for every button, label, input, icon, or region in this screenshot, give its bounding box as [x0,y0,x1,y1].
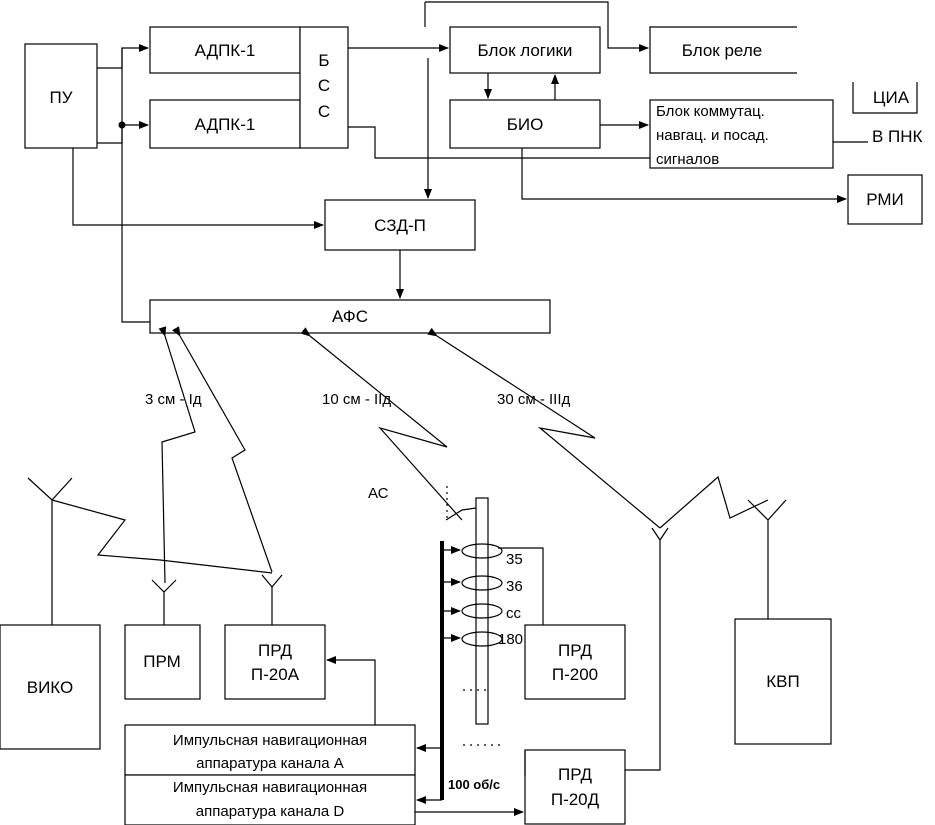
radio-links [51,326,769,584]
cia-block [852,82,918,114]
relay-label: Блок реле [682,41,762,60]
kvp-antenna-icon [747,499,787,619]
nav-channel-a-block [124,724,416,776]
rotating-antenna-icon [440,486,544,800]
ring-35-label: 35 [506,551,523,568]
bio-block [449,99,601,149]
adpk1-bottom-block [149,99,301,149]
bio-label: БИО [507,115,544,134]
kvp-block [734,618,832,745]
switch-label-2: навгац. и посад. [656,127,769,144]
switch-label-3: сигналов [656,151,719,168]
logic-label: Блок логики [478,41,573,60]
prm-antenna-icon [151,579,177,625]
szd-label: СЗД-П [374,216,426,235]
prd-p20d-block [524,749,626,825]
prd-p20d-label-2: П-20Д [551,790,600,809]
prd-p200-label-2: П-200 [552,665,598,684]
ring-36-label: 36 [506,578,523,595]
prd-p20d-label-1: ПРД [558,765,592,784]
adpk1-top-block [149,26,301,74]
afs-block [149,299,551,334]
viko-block [0,624,101,750]
switch-label-1: Блок коммутац. [656,103,765,120]
prd-p20a-label-2: П-20А [251,665,300,684]
cia-label: ЦИА [873,88,910,107]
kvp-label: КВП [766,672,799,691]
rotation-speed-label: 100 об/с [448,777,500,792]
prd-p20a-antenna-icon [261,574,283,625]
bss-block [299,26,349,149]
connections [72,1,868,323]
bss-label-3: С [318,102,330,121]
rmi-label: РМИ [866,190,904,209]
rmi-block [847,174,923,225]
prd-p20a-label-1: ПРД [258,641,292,660]
lower-connections [326,656,526,816]
viko-label: ВИКО [27,678,74,697]
afs-label: АФС [332,307,368,326]
adpk1-bottom-label: АДПК-1 [195,115,256,134]
bss-label-2: С [318,76,330,95]
to-pnk-label: В ПНК [872,127,923,146]
band-10cm-label: 10 см - IIд [322,391,391,408]
nav-channel-d-block [124,774,416,825]
switch-block [649,99,834,169]
adpk1-top-label: АДПК-1 [195,41,256,60]
ring-cc-label: сс [506,605,522,622]
prd-p20d-antenna-icon [625,527,669,771]
pu-label: ПУ [49,88,72,107]
as-label: АС [368,485,389,502]
prm-label: ПРМ [143,652,181,671]
bss-label-1: Б [318,51,329,70]
band-30cm-label: 30 см - IIIд [497,391,570,408]
nav-channel-d-label-2: аппаратура канала D [196,803,345,820]
pu-block [24,43,98,149]
ring-180-label: 180 [498,631,523,648]
viko-antenna-icon [27,477,73,625]
nav-channel-d-label-1: Импульсная навигационная [173,779,367,796]
band-3cm-label: 3 см - Iд [145,391,202,408]
nav-channel-a-label-2: аппаратура канала А [196,755,344,772]
prd-p20a-block [224,624,326,700]
prd-p200-block [524,624,626,700]
nav-channel-a-label-1: Импульсная навигационная [173,732,367,749]
logic-block [449,26,601,74]
prd-p200-label-1: ПРД [558,641,592,660]
prm-block [124,624,201,700]
